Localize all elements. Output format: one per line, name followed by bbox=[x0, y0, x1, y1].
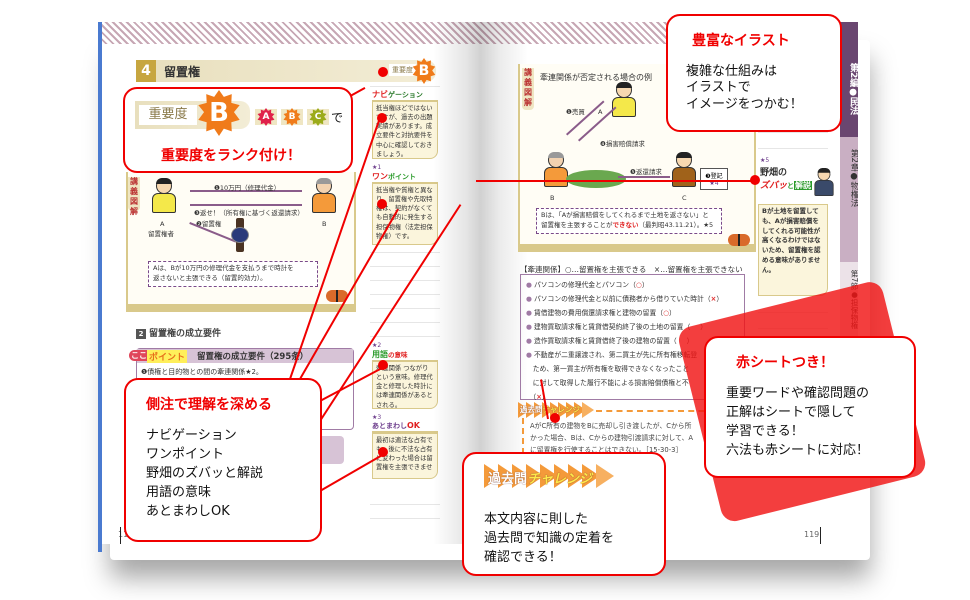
pin-term bbox=[378, 360, 388, 370]
point-label: ポイント bbox=[147, 350, 188, 363]
page-number-right: 119 bbox=[804, 530, 820, 539]
importance-label-small: 重要度 bbox=[389, 64, 416, 76]
callout-importance: 重要度 B A B C で 重要度をランク付け！ bbox=[123, 87, 353, 173]
importance-rank-burst: B bbox=[412, 58, 436, 84]
importance-suffix: で bbox=[331, 111, 344, 125]
rank-b-badge: B bbox=[283, 108, 301, 126]
person-b-illustration-right bbox=[542, 152, 570, 192]
land-illustration bbox=[566, 170, 626, 188]
rank-a-badge: A bbox=[257, 108, 275, 126]
figure-title-right: 牽連関係が否定される場合の例 bbox=[540, 73, 652, 82]
importance-caption: 重要度をランク付け！ bbox=[161, 148, 301, 164]
point-box: ここが ポイント 留置権の成立要件（295条） ❶債権と目的物との間の牽連関係★… bbox=[129, 348, 354, 430]
point-item-1: ❶債権と目的物との間の牽連関係★2。 bbox=[141, 368, 263, 376]
callout-red-sheet: 赤シートつき！ 重要ワードや確認問題の 正解はシートで隠して 学習できる！ 六法… bbox=[704, 336, 916, 478]
red-sheet-body: 重要ワードや確認問題の 正解はシートで隠して 学習できる！ 六法も赤シートに対応… bbox=[726, 386, 870, 458]
person-a-label: A bbox=[160, 220, 165, 228]
arrow-payment-label: ❶10万円（修理代金） bbox=[214, 184, 281, 192]
point-title: 留置権の成立要件（295条） bbox=[197, 352, 309, 362]
relation-item: ●パソコンの修理代金とパソコン（○） bbox=[526, 281, 649, 289]
person-b-label: B bbox=[322, 220, 327, 228]
arrow-lien-label: ❷留置権 bbox=[196, 220, 222, 228]
arrow-payment bbox=[190, 190, 302, 192]
person-c-illustration bbox=[670, 152, 698, 192]
note-navigation: 抵当権ほどではないですが、過去の出題実績があります。成立要件と対抗要件を中心に確… bbox=[372, 101, 438, 159]
pin-navigation bbox=[377, 113, 387, 123]
author-portrait bbox=[813, 168, 835, 200]
callout-past-exam: 過去問チャレンジ 本文内容に則した 過去問で知識の定着を 確認できる！ bbox=[462, 452, 666, 576]
person-a-illustration bbox=[150, 178, 178, 218]
lecture-figure-tag-right: 講義図解 bbox=[522, 68, 534, 110]
section-title: 留置権 bbox=[164, 65, 201, 79]
callout-illustration: 豊富なイラスト 複雑な仕組みは イラストで イメージをつかむ！ bbox=[666, 14, 842, 132]
callout-side-notes: 側注で理解を深める ナビゲーション ワンポイント 野畑のズバッと解説 用語の意味… bbox=[124, 378, 322, 542]
note-later: 最初は適法な占有でも、後に不法な占有に変わった場合は留置権を主張できませ bbox=[372, 433, 438, 479]
illustration-body: 複雑な仕組みは イラストで イメージをつかむ！ bbox=[686, 64, 803, 112]
side-notes-title: 側注で理解を深める bbox=[146, 397, 272, 413]
person-a-role: 留置権者 bbox=[148, 230, 174, 238]
person-a-illustration-right bbox=[610, 82, 638, 122]
watch-face bbox=[231, 227, 249, 243]
past-exam-body: 本文内容に則した 過去問で知識の定着を 確認できる！ bbox=[484, 512, 615, 565]
importance-word: 重要度 bbox=[139, 105, 197, 125]
relation-item: ●賃借建物の費用償還請求権と建物の留置（○） bbox=[526, 309, 676, 317]
relation-heading: 【牽連関係】○…留置権を主張できる ×…留置権を主張できない bbox=[520, 265, 743, 274]
pin-importance bbox=[378, 67, 388, 77]
side-notes-list: ナビゲーション ワンポイント 野畑のズバッと解説 用語の意味 あとまわしOK bbox=[146, 428, 264, 519]
section-heading: 4 留置権 重要度 B bbox=[136, 58, 436, 84]
relation-item: ●不動産が二重譲渡され、第二買主が先に所有権移転登 bbox=[526, 351, 698, 359]
note-later-heading: あとまわしOK bbox=[372, 421, 438, 433]
past-exam-banner: 過去問チャレンジ bbox=[484, 464, 624, 488]
pin-past-exam bbox=[550, 413, 560, 423]
figure-badge bbox=[326, 290, 348, 302]
section-number: 4 bbox=[136, 60, 156, 82]
importance-burst-large: B bbox=[198, 90, 240, 136]
pin-onepoint bbox=[377, 199, 387, 209]
pin-zubatto bbox=[750, 175, 760, 185]
lecture-figure-tag: 講義図解 bbox=[128, 177, 140, 216]
note-zubatto-heading: 野畑の ズバッと解説 bbox=[760, 168, 813, 191]
note-onepoint: 抵当権や質権と異なり、留置権や先取特権は、契約がなくても自動的に発生する担保物権… bbox=[372, 183, 438, 245]
relation-item: ●パソコンの修理代金と以前に債務者から借りていた時計（×） bbox=[526, 295, 724, 303]
person-b-illustration bbox=[310, 178, 338, 218]
red-sheet-title: 赤シートつき！ bbox=[736, 355, 834, 371]
registration-box: ❸登記★4 bbox=[700, 168, 728, 190]
arrow-return-claim bbox=[190, 204, 302, 206]
arrow-return-label: ❸返せ！（所有権に基づく返還請求） bbox=[194, 209, 304, 217]
rank-c-badge: C bbox=[309, 108, 327, 126]
pin-later bbox=[378, 447, 388, 457]
point-koko-badge: ここが bbox=[129, 350, 157, 361]
figure-bottom-bar bbox=[126, 304, 356, 312]
tab-chapter[interactable]: 第2章●物権法 bbox=[840, 137, 858, 262]
connector-zubatto-b bbox=[476, 180, 754, 182]
tab-volume[interactable]: 第2編●民法 bbox=[840, 22, 858, 137]
note-zubatto: Bが土地を留置しても、Aが損害賠償をしてくれる可能性が高くなるわけではないため、… bbox=[758, 204, 828, 296]
figure-caption-left: Aは、Bが10万円の修理代金を支払うまで時計を 返さないと主張できる（留置的効力… bbox=[148, 261, 318, 287]
figure-caption-right: Bは、「Aが損害賠償をしてくれるまで土地を返さない」と 留置権を主張することがで… bbox=[536, 208, 722, 234]
illustration-title: 豊富なイラスト bbox=[692, 33, 790, 49]
past-exam-question: AがC所有の建物をBに売却し引き渡したが、Cから所 かった場合、Bは、Cからの建… bbox=[530, 422, 694, 454]
book-left-edge bbox=[98, 22, 102, 552]
